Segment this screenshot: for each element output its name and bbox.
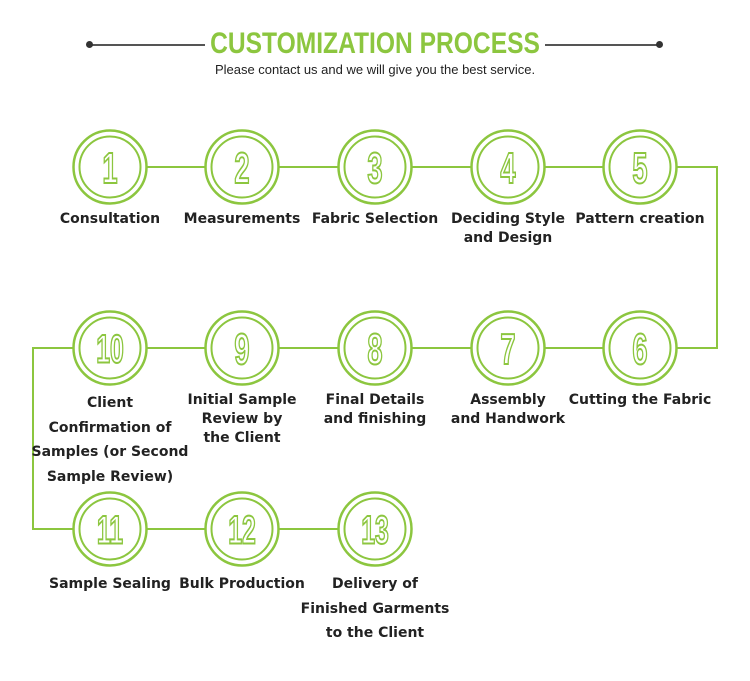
- step-label: Measurements: [183, 211, 301, 227]
- step-label: Cutting the Fabric: [568, 392, 712, 408]
- header-rule-left: [90, 44, 205, 46]
- step-number: 5: [632, 143, 647, 192]
- step-number-circle-icon: 1: [72, 129, 148, 205]
- step-label: Pattern creation: [575, 211, 705, 227]
- step-number: 3: [367, 143, 382, 192]
- step-number: 12: [228, 509, 256, 553]
- header-dot-left: [86, 41, 93, 48]
- step-label: Fabric Selection: [311, 211, 439, 227]
- step-number: 9: [234, 324, 249, 373]
- step-number-circle-icon: 2: [204, 129, 280, 205]
- step-number-circle-icon: 4: [470, 129, 546, 205]
- step-number-circle-icon: 6: [602, 310, 678, 386]
- step-number: 4: [500, 143, 516, 192]
- step-label: Assembly and Handwork: [450, 392, 566, 427]
- step-number-circle-icon: 5: [602, 129, 678, 205]
- step-label: Consultation: [59, 211, 161, 227]
- step-number-circle-icon: 7: [470, 310, 546, 386]
- step-number: 11: [97, 509, 123, 553]
- step-number: 2: [234, 143, 249, 192]
- step-number: 8: [367, 324, 382, 373]
- step-label: Client Confirmation of Samples (or Secon…: [31, 395, 189, 485]
- step-number-circle-icon: 12: [204, 491, 280, 567]
- step-number-circle-icon: 9: [204, 310, 280, 386]
- step-label: Bulk Production: [179, 576, 305, 592]
- step-number: 13: [361, 509, 389, 553]
- step-number: 10: [96, 328, 124, 372]
- step-label: Initial Sample Review by the Client: [187, 392, 297, 446]
- step-number: 7: [500, 324, 515, 373]
- step-label: Deciding Style and Design: [450, 211, 566, 246]
- page-subtitle: Please contact us and we will give you t…: [214, 62, 536, 77]
- step-label: Delivery of Finished Garments to the Cli…: [300, 576, 450, 641]
- page-title: CUSTOMIZATION PROCESS: [210, 27, 540, 60]
- step-number-circle-icon: 8: [337, 310, 413, 386]
- header-rule-right: [545, 44, 660, 46]
- header-dot-right: [656, 41, 663, 48]
- step-label: Final Details and finishing: [323, 392, 427, 427]
- step-label: Sample Sealing: [49, 576, 171, 592]
- step-number: 1: [102, 143, 117, 192]
- step-number-circle-icon: 3: [337, 129, 413, 205]
- step-number-circle-icon: 10: [72, 310, 148, 386]
- step-number-circle-icon: 13: [337, 491, 413, 567]
- step-number: 6: [632, 324, 647, 373]
- step-number-circle-icon: 11: [72, 491, 148, 567]
